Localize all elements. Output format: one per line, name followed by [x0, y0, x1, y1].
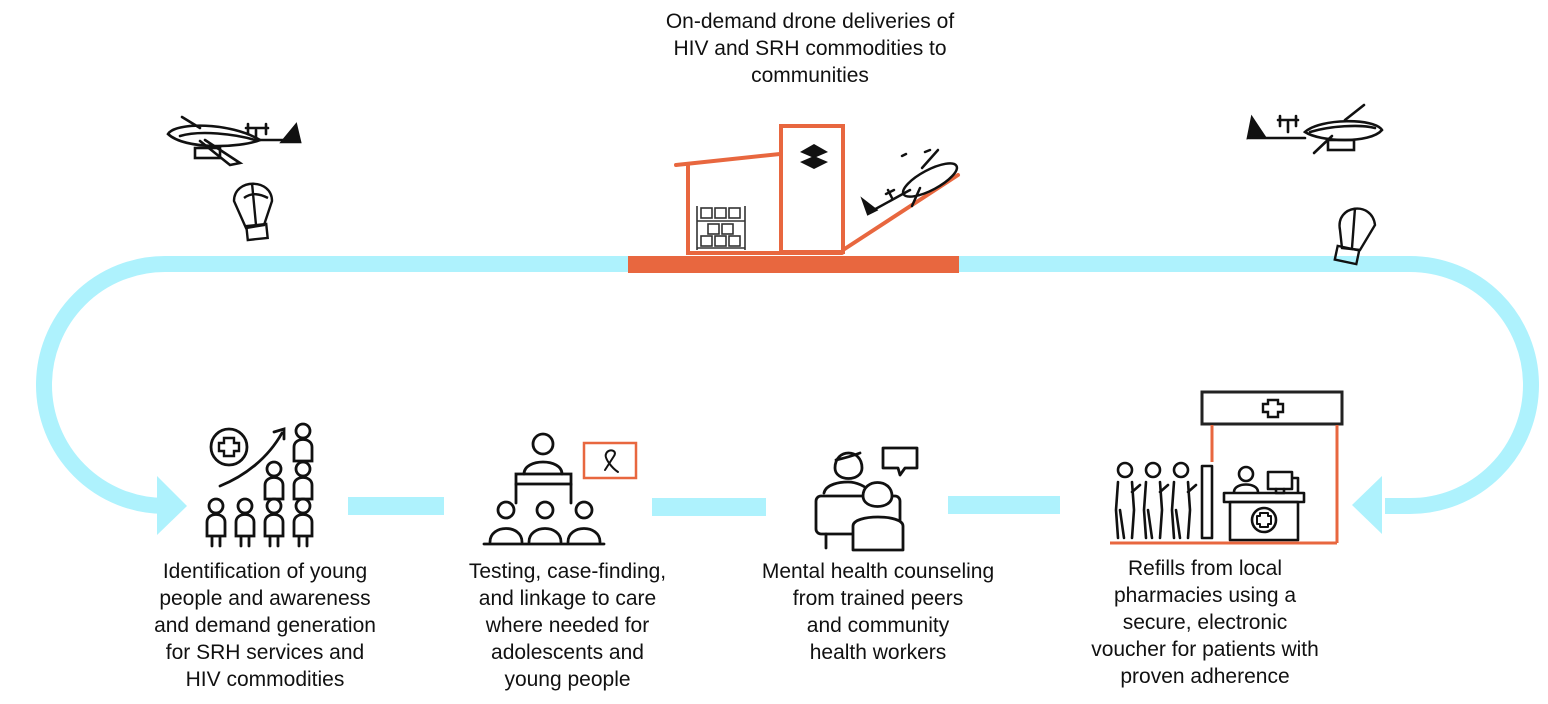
counseling-icon	[814, 446, 919, 552]
pharmacy-icon	[1110, 390, 1344, 545]
flow-loop	[36, 256, 1539, 514]
step-label-counseling: Mental health counseling from trained pe…	[761, 560, 995, 664]
drone-left-icon	[166, 115, 302, 167]
zipline-logo-icon	[800, 144, 828, 169]
step-label-refills: Refills from local pharmacies using a se…	[1091, 557, 1319, 688]
community-growth-icon	[205, 422, 314, 548]
presentation-ribbon-icon	[482, 432, 606, 546]
launch-drone-icon	[860, 148, 959, 216]
connector-3	[948, 496, 1060, 514]
step-label-testing: Testing, case-finding, and linkage to ca…	[468, 560, 667, 691]
connector-2	[652, 498, 766, 516]
flow-loop-right	[958, 256, 1539, 514]
hub-base-bar	[628, 256, 959, 273]
drone-right-icon	[1246, 103, 1384, 155]
awareness-ribbon-icon	[604, 449, 619, 473]
shelf-boxes-icon	[696, 206, 746, 250]
arrow-right-head	[1352, 476, 1382, 534]
flow-loop-left	[36, 256, 630, 514]
connector-1	[348, 497, 444, 515]
hub-title: On-demand drone deliveries of HIV and SR…	[665, 10, 955, 87]
people-group	[205, 422, 314, 548]
step-label-identification: Identification of young people and aware…	[154, 560, 376, 691]
parachute-right-icon	[1333, 207, 1377, 266]
parachute-left-icon	[232, 182, 274, 242]
arrow-left-head	[157, 476, 187, 535]
